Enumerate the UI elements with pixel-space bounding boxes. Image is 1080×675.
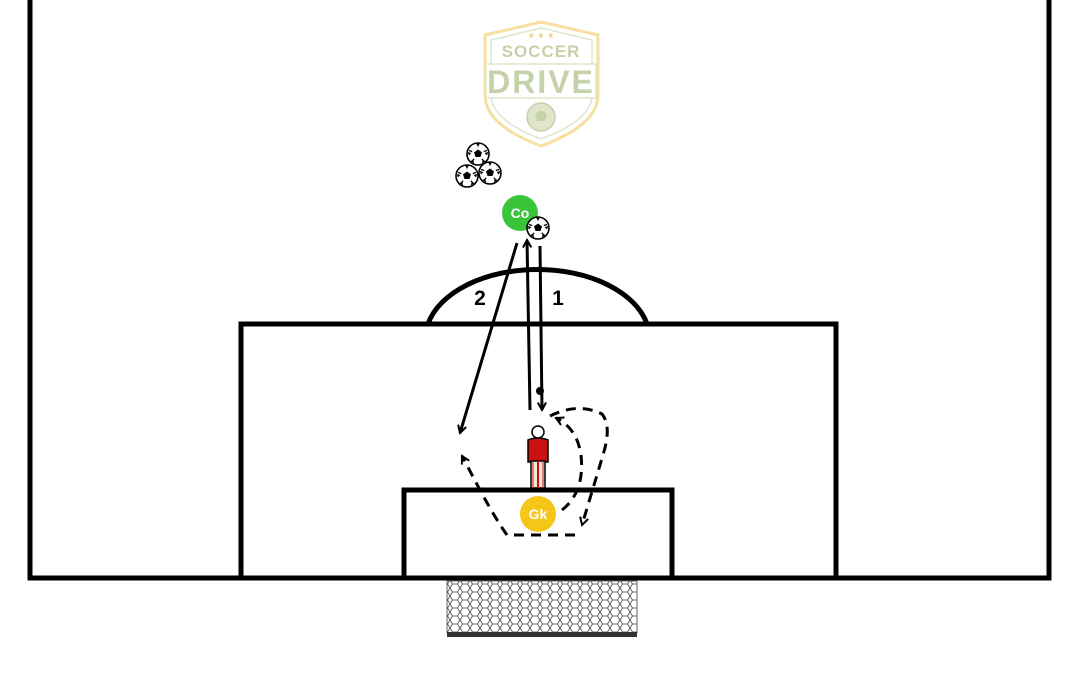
penalty-arc bbox=[425, 267, 650, 325]
pitch-lines bbox=[27, 0, 1052, 581]
gk-move-across-goal bbox=[460, 456, 575, 537]
soccer-ball-icon bbox=[466, 142, 490, 166]
logo-line1: SOCCER bbox=[502, 42, 581, 61]
goalkeeper-player: Gk bbox=[520, 496, 556, 532]
goalkeeper-marker bbox=[520, 496, 556, 532]
mannequin-icon bbox=[527, 425, 549, 489]
goalkeeper-label: Gk bbox=[529, 506, 548, 522]
net-icon bbox=[446, 580, 638, 634]
goal bbox=[446, 580, 638, 637]
pass-lines bbox=[460, 240, 544, 433]
soccer-ball-icon bbox=[455, 164, 479, 188]
goalkeeper-movement bbox=[460, 407, 609, 537]
pass-2-label: 2 bbox=[474, 287, 486, 310]
ball-start-dot bbox=[536, 387, 544, 395]
coach-player: Co bbox=[502, 195, 550, 240]
gk-move-to-mannequin bbox=[556, 418, 584, 512]
penalty-box bbox=[238, 321, 839, 578]
goal-crossbar bbox=[447, 632, 637, 637]
return-pass-line bbox=[527, 240, 530, 411]
soccer-drive-logo: ★ ★ ★ SOCCER DRIVE bbox=[483, 20, 600, 148]
soccer-ball-icon bbox=[526, 216, 550, 240]
soccer-ball-icon bbox=[478, 161, 502, 185]
coach-label: Co bbox=[511, 205, 530, 221]
pass-2-line bbox=[460, 242, 519, 433]
goal-area bbox=[401, 487, 675, 578]
logo-line2: DRIVE bbox=[487, 64, 595, 100]
touchline-and-goal-line bbox=[27, 0, 1052, 581]
logo-stars: ★ ★ ★ bbox=[528, 31, 555, 40]
gk-arc-around-mannequin bbox=[549, 407, 609, 525]
pass-1-line bbox=[540, 245, 542, 410]
ball-pile bbox=[455, 142, 502, 188]
pass-1-label: 1 bbox=[552, 287, 564, 310]
